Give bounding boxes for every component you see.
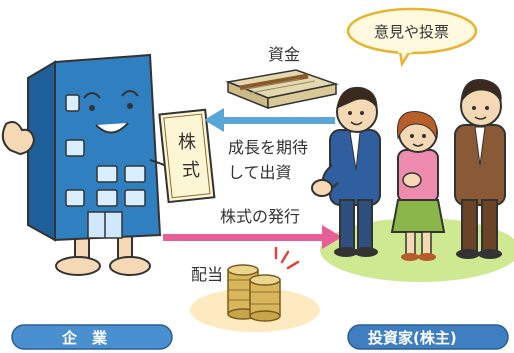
investor-man-brown-suit — [454, 78, 506, 259]
investors-label: 投資家(株主) — [368, 329, 457, 347]
expect-growth-label-line2: して出資 — [228, 163, 292, 182]
investor-woman-pink — [390, 111, 446, 261]
stock-certificate-char-2: 式 — [182, 160, 200, 181]
expect-growth-label-line1: 成長を期待 — [228, 138, 308, 157]
stock-certificate — [158, 108, 216, 204]
dividend-label: 配当 — [191, 265, 223, 284]
company-pill — [11, 324, 173, 350]
stock-issue-label: 株式の発行 — [220, 207, 300, 226]
company-label: 企 業 — [61, 329, 108, 347]
stock-certificate-char-1: 株 — [178, 132, 196, 153]
funds-arrow — [204, 108, 335, 132]
opinion-vote-label: 意見や投票 — [374, 23, 449, 41]
coin-stack-icon — [227, 246, 300, 322]
investors-pill — [347, 324, 509, 350]
funds-label: 資金 — [268, 45, 300, 64]
opinion-speech-bubble — [346, 7, 478, 68]
investor-man-blue-suit — [311, 86, 381, 257]
money-bundle-icon — [225, 69, 339, 110]
stock-issue-arrow — [163, 225, 342, 249]
